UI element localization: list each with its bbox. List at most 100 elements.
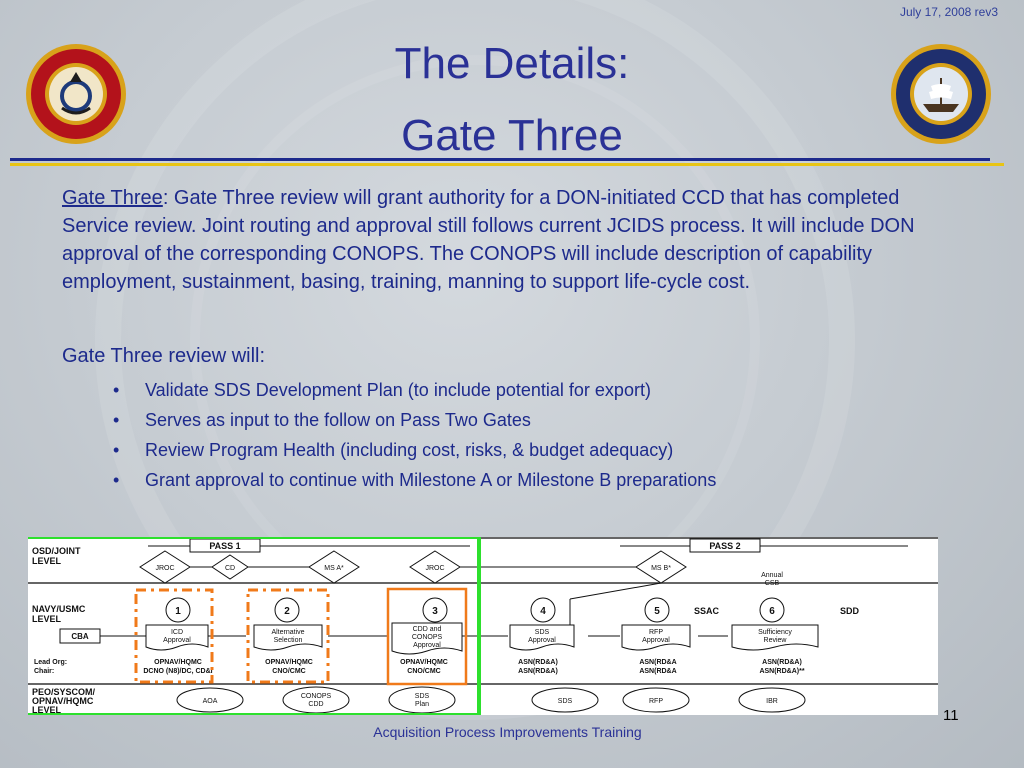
rfp-oval: RFP [622, 687, 690, 713]
icd-approval-doc: ICD Approval [145, 624, 209, 651]
org-1-lead: OPNAV/HQMC [154, 659, 202, 666]
svg-text:CONOPS: CONOPS [412, 634, 443, 641]
revision-date: July 17, 2008 rev3 [899, 5, 998, 19]
chair-label: Chair: [34, 668, 54, 675]
svg-text:1: 1 [175, 606, 181, 617]
gate-three-paragraph: : Gate Three review will grant authority… [62, 187, 915, 293]
list-item: •Serves as input to the follow on Pass T… [113, 410, 531, 430]
svg-text:AOA: AOA [203, 698, 218, 705]
org-5-lead: ASN(RD&A [639, 659, 676, 666]
svg-text:Plan: Plan [415, 701, 429, 708]
lead-org-label: Lead Org: [34, 659, 67, 666]
gate-2-highlight [246, 588, 330, 684]
rfp-approval-doc: RFP Approval [621, 624, 691, 651]
svg-text:5: 5 [654, 606, 660, 617]
org-4-lead: ASN(RD&A) [518, 659, 558, 666]
org-5-chair: ASN(RD&A [639, 668, 676, 675]
org-2-chair: CNO/CMC [272, 668, 305, 675]
svg-text:Approval: Approval [642, 637, 670, 644]
svg-text:SDS: SDS [415, 693, 430, 700]
gate-6-marker: 6 [759, 597, 785, 623]
svg-text:Approval: Approval [528, 637, 556, 644]
svg-text:3: 3 [432, 606, 438, 617]
title-divider-blue [10, 158, 990, 161]
annual-csb-label-1: Annual [761, 572, 783, 579]
svg-text:JROC: JROC [155, 565, 174, 572]
list-item: •Validate SDS Development Plan (to inclu… [113, 380, 651, 400]
navy-level-label-2: LEVEL [32, 614, 62, 624]
gate-3-highlight [386, 587, 468, 686]
cd-diamond: CD [211, 554, 249, 580]
peo-level-label-2: OPNAV/HQMC [32, 696, 94, 706]
org-3-chair: CNO/CMC [407, 668, 440, 675]
gate-three-description: Gate Three: Gate Three review will grant… [62, 184, 962, 296]
list-item: •Review Program Health (including cost, … [113, 440, 674, 460]
slide-title-line1: The Details: [394, 39, 630, 88]
org-6-lead: ASN(RD&A) [762, 659, 802, 666]
gate-1-marker: 1 [165, 597, 191, 623]
gate-5-marker: 5 [644, 597, 670, 623]
svg-text:CDD: CDD [308, 701, 323, 708]
slide-title-line2: Gate Three [401, 111, 623, 160]
org-1-chair: DCNO (N8)/DC, CD&I [143, 668, 212, 675]
ibr-oval: IBR [738, 687, 806, 713]
svg-text:RFP: RFP [649, 629, 663, 636]
peo-level-label-1: PEO/SYSCOM/ [32, 687, 96, 697]
marine-corps-seal-icon [26, 44, 126, 144]
pass2-label: PASS 2 [709, 541, 740, 551]
sds-approval-doc: SDS Approval [509, 624, 575, 651]
svg-text:Selection: Selection [274, 637, 303, 644]
sds-oval: SDS [531, 687, 599, 713]
svg-text:Review: Review [764, 637, 788, 644]
title-divider-gold [10, 163, 1004, 166]
org-2-lead: OPNAV/HQMC [265, 659, 313, 666]
page-number: 11 [943, 707, 959, 724]
ms-b-diamond: MS B* [635, 550, 687, 584]
footer-text: Acquisition Process Improvements Trainin… [373, 724, 642, 740]
svg-text:6: 6 [769, 606, 775, 617]
navy-level-label-1: NAVY/USMC [32, 604, 86, 614]
svg-text:SDS: SDS [558, 698, 573, 705]
osd-level-label-1: OSD/JOINT [32, 546, 81, 556]
aoa-oval: AOA [176, 687, 244, 713]
ssac-label: SSAC [694, 606, 720, 616]
annual-csb-label-2: CSB [765, 580, 780, 587]
svg-text:Sufficiency: Sufficiency [758, 629, 792, 636]
gate-4-marker: 4 [530, 597, 556, 623]
pass-one-highlight [28, 537, 481, 715]
review-bullet-list: •Validate SDS Development Plan (to inclu… [113, 377, 716, 497]
svg-text:ICD: ICD [171, 629, 183, 636]
gate-three-term: Gate Three [62, 187, 163, 209]
org-6-chair: ASN(RD&A)** [759, 668, 804, 675]
svg-text:RFP: RFP [649, 698, 663, 705]
gate-3-marker: 3 [422, 597, 448, 623]
svg-text:CBA: CBA [71, 632, 89, 641]
sufficiency-review-doc: Sufficiency Review [731, 624, 819, 651]
cdd-conops-approval-doc: CDD and CONOPS Approval [391, 622, 463, 655]
list-item: •Grant approval to continue with Milesto… [113, 470, 717, 490]
svg-text:Approval: Approval [163, 637, 191, 644]
gate-2-marker: 2 [274, 597, 300, 623]
navy-seal-icon [891, 44, 991, 144]
pass1-label: PASS 1 [209, 541, 240, 551]
svg-text:MS B*: MS B* [651, 565, 671, 572]
svg-text:Approval: Approval [413, 642, 441, 649]
svg-text:4: 4 [540, 606, 546, 617]
svg-text:2: 2 [284, 606, 290, 617]
review-subheading: Gate Three review will: [62, 345, 266, 367]
osd-level-label-2: LEVEL [32, 556, 62, 566]
svg-text:Alternative: Alternative [271, 629, 304, 636]
gate-1-highlight [134, 588, 214, 684]
org-chair-entries: OPNAV/HQMC DCNO (N8)/DC, CD&I OPNAV/HQMC… [143, 659, 804, 675]
org-4-chair: ASN(RD&A) [518, 668, 558, 675]
sdd-label: SDD [840, 606, 860, 616]
svg-text:CDD and: CDD and [413, 626, 442, 633]
cba-box: CBA [59, 628, 101, 644]
svg-text:SDS: SDS [535, 629, 550, 636]
svg-text:CONOPS: CONOPS [301, 693, 332, 700]
svg-text:MS A*: MS A* [324, 565, 344, 572]
org-3-lead: OPNAV/HQMC [400, 659, 448, 666]
ms-a-diamond: MS A* [308, 550, 360, 584]
